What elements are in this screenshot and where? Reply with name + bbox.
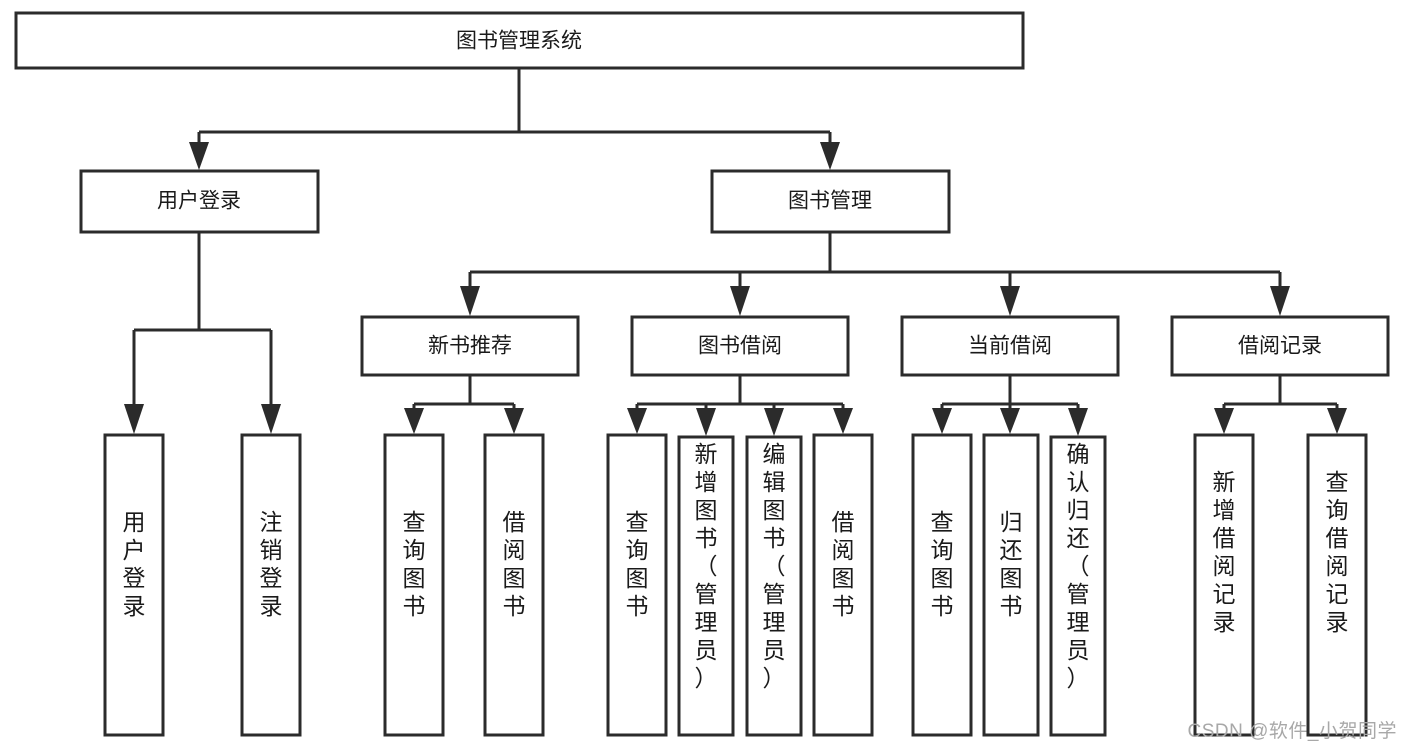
node-leaf-user-login-label: 用户登录 — [123, 509, 146, 619]
node-borrow-record[interactable]: 借阅记录 — [1170, 315, 1390, 377]
node-user-login-box[interactable] — [79, 169, 320, 234]
node-leaf-edit-book-label: 编辑图书（管理员） — [763, 441, 786, 691]
arrow-to-leaf-confirm-return — [1068, 408, 1088, 436]
node-leaf-borrow-book-2-label: 借阅图书 — [832, 509, 855, 619]
arrow-to-leaf-add-record — [1214, 408, 1234, 434]
node-root-label: 图书管理系统 — [456, 30, 582, 53]
arrow-to-book-borrow — [730, 286, 750, 316]
arrow-to-leaf-user-logout — [261, 404, 281, 434]
node-leaf-query-book-1[interactable]: 查询图书 — [383, 433, 445, 737]
node-leaf-query-book-3[interactable]: 查询图书 — [911, 433, 973, 737]
node-leaf-borrow-book-2-box[interactable] — [812, 433, 874, 737]
arrow-to-leaf-query-book-3 — [932, 408, 952, 434]
arrow-to-leaf-user-login — [124, 404, 144, 434]
node-leaf-query-record-label: 查询借阅记录 — [1326, 469, 1349, 635]
node-leaf-query-book-2-label: 查询图书 — [626, 509, 649, 619]
node-book-manage-box[interactable] — [710, 169, 951, 234]
node-book-manage[interactable]: 图书管理 — [710, 169, 951, 234]
node-leaf-borrow-book-1[interactable]: 借阅图书 — [483, 433, 545, 737]
arrow-to-leaf-borrow-book-2 — [833, 408, 853, 434]
arrow-to-leaf-query-record — [1327, 408, 1347, 434]
node-user-login-label: 用户登录 — [157, 190, 241, 213]
node-leaf-query-book-2[interactable]: 查询图书 — [606, 433, 668, 737]
node-leaf-add-book[interactable]: 新增图书（管理员） — [677, 435, 735, 737]
node-leaf-borrow-book-1-box[interactable] — [483, 433, 545, 737]
node-leaf-user-logout[interactable]: 注销登录 — [240, 433, 302, 737]
node-book-manage-label: 图书管理 — [788, 190, 872, 213]
node-root[interactable]: 图书管理系统 — [14, 11, 1025, 70]
node-leaf-query-record[interactable]: 查询借阅记录 — [1306, 433, 1368, 737]
node-leaf-borrow-book-2[interactable]: 借阅图书 — [812, 433, 874, 737]
node-layer: 图书管理系统 用户登录 图书管理 新书推荐 图书借阅 — [14, 11, 1390, 737]
node-leaf-query-book-1-box[interactable] — [383, 433, 445, 737]
node-leaf-add-record[interactable]: 新增借阅记录 — [1193, 433, 1255, 737]
node-new-book-recommend-box[interactable] — [360, 315, 580, 377]
node-user-login[interactable]: 用户登录 — [79, 169, 320, 234]
node-book-borrow-label: 图书借阅 — [698, 335, 782, 358]
node-borrow-record-label: 借阅记录 — [1238, 335, 1322, 358]
node-leaf-add-record-label: 新增借阅记录 — [1213, 469, 1236, 635]
node-new-book-recommend[interactable]: 新书推荐 — [360, 315, 580, 377]
node-leaf-user-login-box[interactable] — [103, 433, 165, 737]
node-book-borrow-box[interactable] — [630, 315, 850, 377]
node-root-box[interactable] — [14, 11, 1025, 70]
arrow-to-leaf-query-book-2 — [627, 408, 647, 434]
node-leaf-query-record-box[interactable] — [1306, 433, 1368, 737]
arrow-to-leaf-return-book — [1000, 408, 1020, 434]
node-leaf-confirm-return[interactable]: 确认归还（管理员） — [1049, 435, 1107, 737]
arrow-to-leaf-add-book — [696, 408, 716, 436]
node-leaf-user-logout-label: 注销登录 — [260, 509, 283, 619]
node-leaf-query-book-2-box[interactable] — [606, 433, 668, 737]
node-leaf-add-record-box[interactable] — [1193, 433, 1255, 737]
node-leaf-return-book-label: 归还图书 — [1000, 509, 1023, 619]
node-current-borrow-label: 当前借阅 — [968, 335, 1052, 358]
arrow-to-user-login — [189, 142, 209, 170]
arrow-to-borrow-record — [1270, 286, 1290, 316]
arrow-to-new-book-recommend — [460, 286, 480, 316]
node-borrow-record-box[interactable] — [1170, 315, 1390, 377]
node-current-borrow[interactable]: 当前借阅 — [900, 315, 1120, 377]
node-leaf-query-book-3-box[interactable] — [911, 433, 973, 737]
node-leaf-add-book-box[interactable] — [677, 435, 735, 737]
arrow-to-leaf-query-book-1 — [404, 408, 424, 434]
node-leaf-query-book-1-label: 查询图书 — [403, 509, 426, 619]
arrow-to-leaf-borrow-book-1 — [504, 408, 524, 434]
arrow-to-current-borrow — [1000, 286, 1020, 316]
node-leaf-borrow-book-1-label: 借阅图书 — [503, 509, 526, 619]
arrow-to-leaf-edit-book — [764, 408, 784, 436]
node-book-borrow[interactable]: 图书借阅 — [630, 315, 850, 377]
node-current-borrow-box[interactable] — [900, 315, 1120, 377]
node-leaf-confirm-return-label: 确认归还（管理员） — [1067, 441, 1090, 691]
arrow-to-book-manage — [820, 142, 840, 170]
node-leaf-return-book[interactable]: 归还图书 — [982, 433, 1040, 737]
node-leaf-confirm-return-box[interactable] — [1049, 435, 1107, 737]
node-leaf-user-login[interactable]: 用户登录 — [103, 433, 165, 737]
node-new-book-recommend-label: 新书推荐 — [428, 335, 512, 358]
node-leaf-add-book-label: 新增图书（管理员） — [695, 441, 718, 691]
node-leaf-query-book-3-label: 查询图书 — [931, 509, 954, 619]
node-leaf-edit-book-box[interactable] — [745, 435, 803, 737]
connector-layer — [124, 68, 1347, 436]
node-leaf-return-book-box[interactable] — [982, 433, 1040, 737]
node-leaf-edit-book[interactable]: 编辑图书（管理员） — [745, 435, 803, 737]
node-leaf-user-logout-box[interactable] — [240, 433, 302, 737]
